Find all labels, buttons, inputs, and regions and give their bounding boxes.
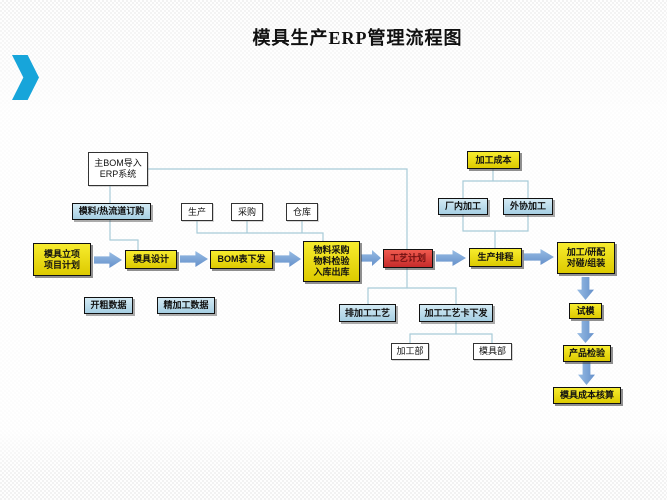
node-processing-cost: 加工成本	[467, 151, 520, 169]
node-product-inspection: 产品检验	[563, 345, 611, 362]
connector-line-8	[462, 215, 529, 232]
connector-line-11	[367, 287, 457, 304]
connector-line-7	[462, 180, 529, 198]
node-main-bom-import: 主BOM导入 ERP系统	[88, 152, 148, 186]
node-process-sequence: 排加工工艺	[339, 304, 396, 322]
node-mold-cost-accounting: 模具成本核算	[553, 387, 621, 404]
node-production-schedule: 生产排程	[469, 248, 522, 267]
connector-line-1	[148, 168, 408, 249]
node-purchasing: 采购	[231, 203, 263, 221]
node-processing-dept: 加工部	[391, 343, 429, 360]
connector-line-13	[409, 333, 493, 343]
node-mold-trial: 试模	[569, 303, 602, 319]
node-mold-material-order: 模料/热流道订购	[72, 203, 151, 220]
node-finishing-data: 精加工数据	[157, 297, 215, 314]
node-mold-project-plan: 模具立项 项目计划	[33, 243, 91, 276]
node-production: 生产	[181, 203, 213, 221]
node-outsourced-processing: 外协加工	[503, 198, 553, 215]
node-process-plan: 工艺计划	[383, 249, 433, 268]
node-processing-fitting-assembly: 加工/研配 对碰/组装	[557, 242, 615, 274]
node-roughing-data: 开粗数据	[84, 297, 133, 314]
node-material-purchase-inspect: 物料采购 物料检验 入库出库	[303, 241, 360, 282]
connector-line-2	[109, 220, 139, 250]
node-warehouse: 仓库	[286, 203, 318, 221]
node-in-plant-processing: 厂内加工	[438, 198, 488, 215]
page-title: 模具生产ERP管理流程图	[252, 28, 463, 48]
node-bom-issue: BOM表下发	[210, 250, 273, 269]
node-mold-dept: 模具部	[473, 343, 512, 360]
connector-line-3	[196, 221, 324, 241]
node-mold-design: 模具设计	[125, 250, 177, 269]
node-process-card-issue: 加工工艺卡下发	[419, 304, 493, 322]
